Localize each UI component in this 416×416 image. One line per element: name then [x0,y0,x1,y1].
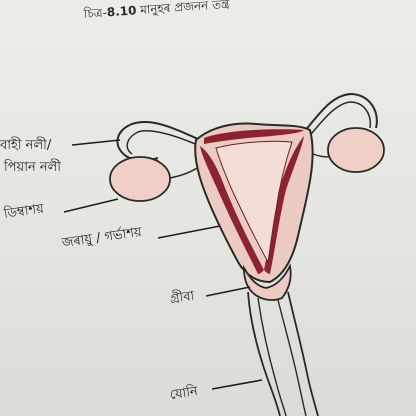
left-ovary-ligament [169,165,201,179]
left-ovary [109,156,171,202]
uterus-muscle-top [204,129,304,144]
right-fallopian-tube [303,92,378,133]
label-fallopian-tube-line2: পিয়ান নলী [4,160,62,175]
uterus-muscle-right [264,136,304,274]
vagina-canal-left-inner [257,297,287,416]
vagina-canal-right-inner [277,299,307,416]
left-fallopian-tube-inner [126,130,201,155]
uterine-cavity [215,140,293,264]
cervix [243,263,292,301]
vagina-canal-right-outer [287,291,319,416]
vagina-canal-left-outer [247,291,281,416]
pointer-uterus [157,225,221,239]
pointer-fallopian-tube [71,139,121,146]
pointer-cervix [205,286,251,297]
pointer-vagina [211,379,263,390]
right-fallopian-tube-inner [305,101,372,141]
uterus-muscle-left [200,146,264,274]
label-fallopian-tube-line1: বাহী নলী/ [0,138,52,153]
pointer-ovary [63,198,119,213]
right-ovary [327,127,385,173]
